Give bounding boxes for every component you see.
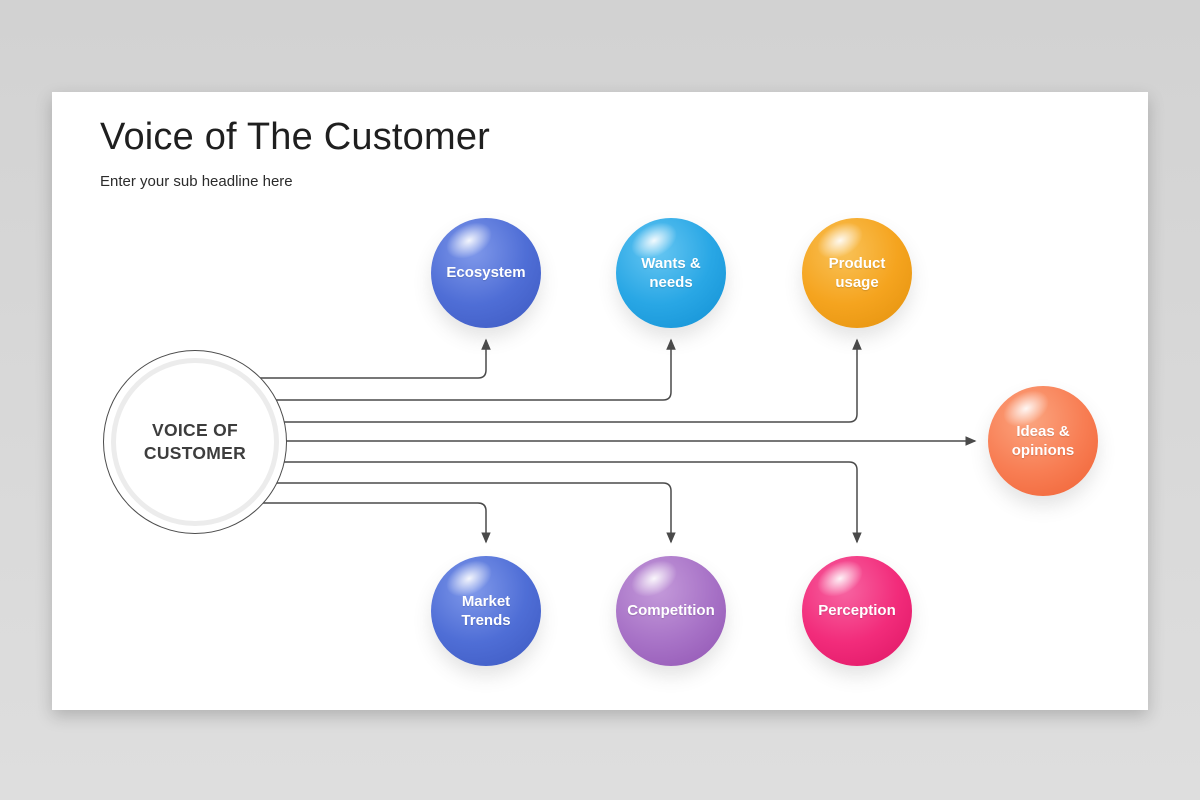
node-competition: Competition: [616, 556, 726, 666]
node-perception: Perception: [802, 556, 912, 666]
connector-lines: [257, 338, 977, 544]
node-ideas-opinions: Ideas & opinions: [988, 386, 1098, 496]
connector-product-usage: [280, 338, 862, 423]
slide-canvas: Voice of The Customer Enter your sub hea…: [52, 92, 1148, 710]
connector-competition: [272, 482, 676, 544]
node-product-usage-label: Product usage: [828, 254, 886, 292]
slide-title: Voice of The Customer: [100, 116, 491, 158]
connector-wants-needs: [272, 338, 676, 401]
center-node-voice-of-customer: VOICE OF CUSTOMER: [103, 350, 287, 534]
node-ecosystem: Ecosystem: [431, 218, 541, 328]
node-wants-needs: Wants & needs: [616, 218, 726, 328]
node-competition-label: Competition: [627, 602, 715, 620]
node-product-usage: Product usage: [802, 218, 912, 328]
node-market-trends: Market Trends: [431, 556, 541, 666]
voice-of-customer-diagram: VOICE OF CUSTOMER Ecosystem Wants & need…: [52, 92, 1148, 710]
connector-market-trends: [260, 502, 491, 544]
slide-subtitle: Enter your sub headline here: [100, 172, 293, 190]
node-ecosystem-label: Ecosystem: [446, 264, 526, 282]
connector-perception: [280, 461, 862, 544]
node-ideas-opinions-label: Ideas & opinions: [1011, 422, 1075, 460]
node-perception-label: Perception: [818, 602, 896, 620]
node-wants-needs-label: Wants & needs: [641, 254, 701, 292]
center-node-label: VOICE OF CUSTOMER: [143, 420, 247, 463]
node-market-trends-label: Market Trends: [461, 592, 511, 630]
connector-ecosystem: [257, 338, 491, 379]
slide-header: Voice of The Customer Enter your sub hea…: [100, 116, 490, 190]
